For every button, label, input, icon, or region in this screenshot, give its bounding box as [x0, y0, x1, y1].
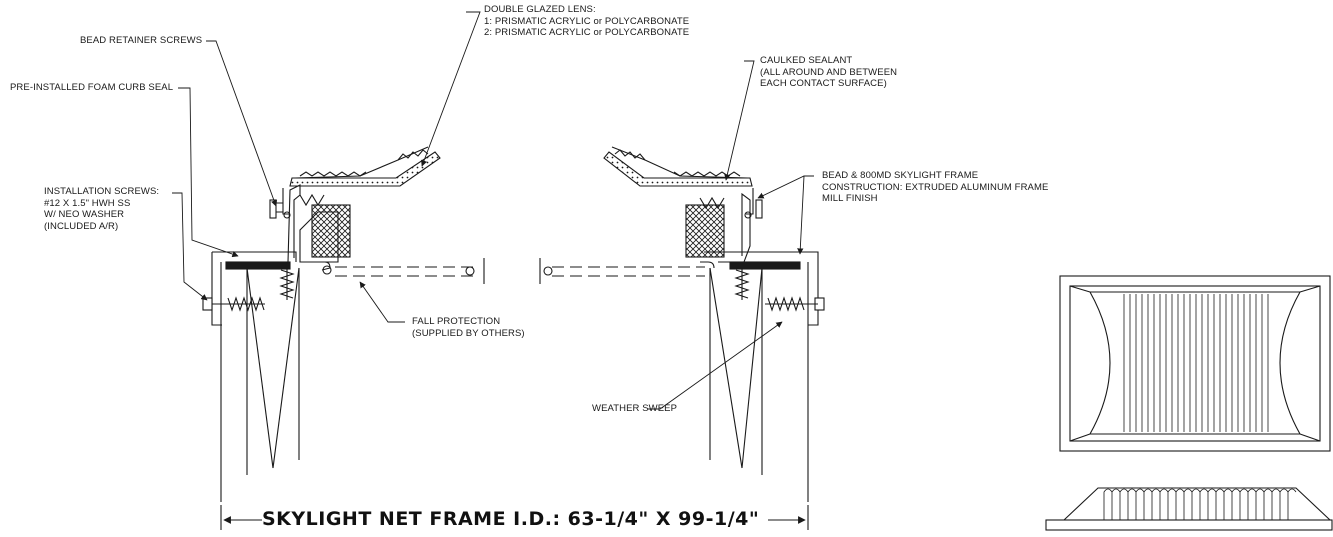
elevation-rib: [1103, 488, 1113, 520]
left-fall-protection: [335, 258, 485, 284]
plan-view-icon: [1059, 275, 1331, 452]
fall-protection-label: FALL PROTECTION (SUPPLIED BY OTHERS): [412, 316, 525, 339]
elevation-rib: [1223, 488, 1233, 520]
elevation-rib: [1119, 488, 1129, 520]
weather-sweep-label: WEATHER SWEEP: [592, 403, 678, 414]
left-installation-screw: [212, 262, 295, 312]
right-lens: [603, 146, 753, 187]
elevation-rib: [1247, 488, 1257, 520]
elevation-rib: [1207, 488, 1217, 520]
elevation-rib: [1191, 488, 1201, 520]
elevation-rib: [1175, 488, 1185, 520]
right-fall-protection: [539, 258, 705, 284]
elevation-rib: [1167, 488, 1177, 520]
frame-construction-label: BEAD & 800MD SKYLIGHT FRAME CONSTRUCTION…: [822, 170, 1049, 204]
bead-retainer-screws-label: BEAD RETAINER SCREWS: [80, 35, 203, 46]
left-frame: [269, 184, 351, 275]
caulked-sealant-label: CAULKED SEALANT (ALL AROUND AND BETWEEN …: [760, 55, 898, 89]
left-curb: [202, 251, 300, 502]
leader-lines: [172, 11, 814, 410]
right-frame: [685, 188, 763, 269]
elevation-rib: [1263, 488, 1273, 520]
elevation-rib: [1135, 488, 1145, 520]
left-lens: [289, 146, 441, 187]
net-frame-dimension: SKYLIGHT NET FRAME I.D.: 63-1/4" X 99-1/…: [262, 508, 760, 530]
elevation-rib: [1271, 488, 1281, 520]
elevation-rib: [1239, 488, 1249, 520]
elevation-rib: [1231, 488, 1241, 520]
elevation-rib: [1287, 488, 1297, 520]
elevation-rib: [1159, 488, 1169, 520]
elevation-rib: [1151, 488, 1161, 520]
double-glazed-lens-label: DOUBLE GLAZED LENS: 1: PRISMATIC ACRYLIC…: [484, 4, 690, 38]
elevation-view-icon: [1045, 487, 1333, 531]
foam-curb-seal-label: PRE-INSTALLED FOAM CURB SEAL: [10, 82, 174, 93]
elevation-rib: [1199, 488, 1209, 520]
installation-screws-label: INSTALLATION SCREWS: #12 X 1.5" HWH SS W…: [44, 186, 160, 232]
elevation-rib: [1255, 488, 1265, 520]
right-curb: [704, 251, 825, 502]
elevation-rib: [1111, 488, 1121, 520]
dimension-line: [220, 505, 809, 530]
elevation-rib: [1143, 488, 1153, 520]
elevation-rib: [1127, 488, 1137, 520]
elevation-rib: [1279, 488, 1289, 520]
elevation-rib: [1183, 488, 1193, 520]
elevation-rib: [1215, 488, 1225, 520]
